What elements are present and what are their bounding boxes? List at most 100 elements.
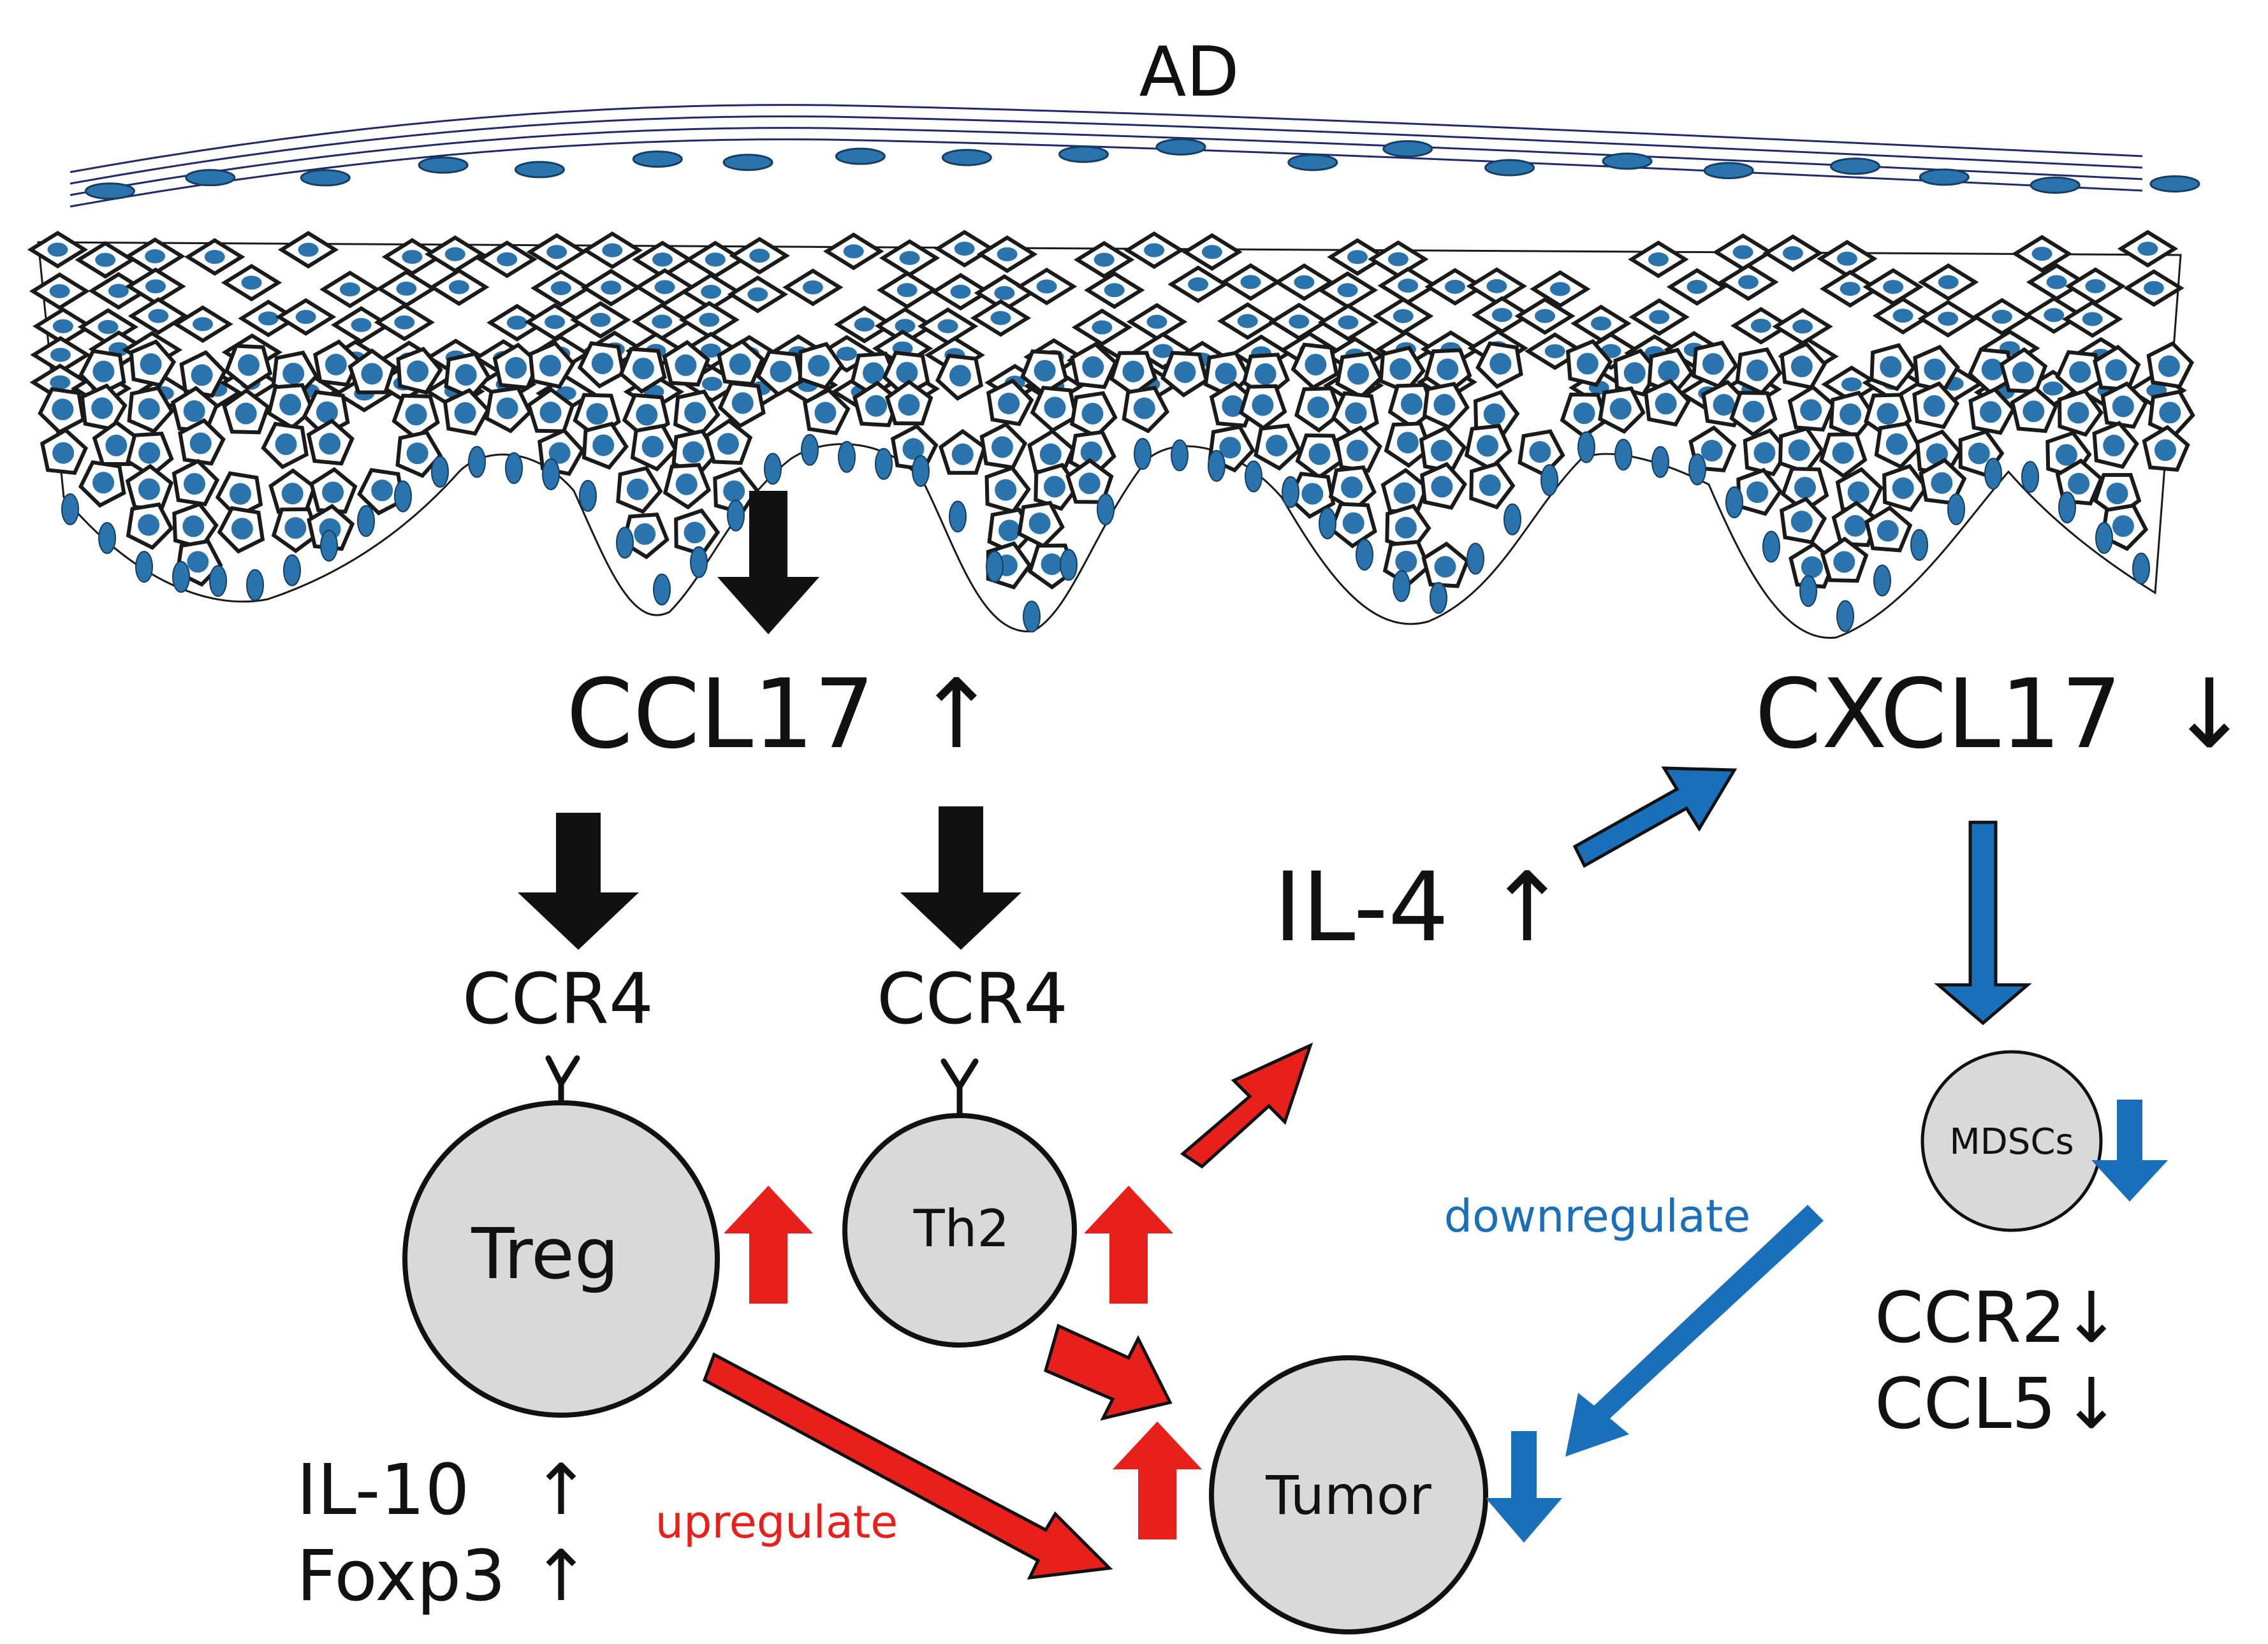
basal-nucleus — [209, 565, 227, 597]
flat-nucleus — [1287, 154, 1338, 171]
basal-nucleus — [1245, 460, 1262, 493]
spinous-cell — [1779, 497, 1827, 545]
basal-nucleus — [2132, 552, 2150, 585]
spinous-cell — [391, 393, 440, 440]
granular-cell — [1373, 297, 1434, 335]
spinous-cell — [492, 342, 541, 390]
granular-cell — [1862, 268, 1924, 306]
granular-cell — [1917, 300, 1979, 338]
spinous-cell — [2146, 341, 2195, 389]
spinous-cell — [662, 340, 710, 387]
spinous-cell — [756, 349, 804, 397]
granular-cell — [1628, 298, 1690, 336]
spinous-cell — [217, 506, 265, 554]
granular-cell — [1972, 298, 2033, 336]
granular-cell — [1084, 271, 1145, 309]
spinous-cell — [1475, 341, 1523, 389]
th2-cell — [842, 1113, 1077, 1348]
flat-nucleus — [1484, 159, 1535, 177]
granular-cell — [30, 336, 91, 374]
spinous-cell — [2058, 388, 2104, 437]
spinous-cell — [78, 460, 126, 508]
basal-nucleus — [1836, 600, 1854, 632]
spinous-cell — [884, 379, 933, 426]
stratum-corneum-lines — [70, 104, 2143, 208]
spinous-cell — [313, 339, 361, 387]
spinous-cell — [1780, 342, 1827, 390]
spinous-cell — [1780, 467, 1829, 513]
granular-cell — [1268, 302, 1329, 340]
spinous-cell — [1070, 342, 1118, 389]
arrow-th2-to-tumor — [1043, 1323, 1173, 1421]
spinous-cell — [1820, 536, 1869, 583]
basal-nucleus — [616, 527, 634, 559]
spinous-cell — [528, 340, 576, 389]
basal-nucleus — [1060, 549, 1078, 581]
basal-nucleus — [912, 455, 930, 487]
basal-nucleus — [320, 530, 338, 562]
granular-cell — [1570, 304, 1632, 342]
treg-label: Treg — [471, 1213, 618, 1295]
granular-cell — [1317, 271, 1379, 309]
granular-cell — [634, 268, 696, 306]
basal-nucleus — [1134, 438, 1152, 470]
spinous-cell — [935, 353, 984, 401]
granular-cell — [580, 268, 642, 307]
granular-cell — [1126, 303, 1188, 341]
granular-cell — [425, 235, 486, 273]
spinous-cell — [172, 458, 220, 507]
basal-nucleus — [1319, 507, 1336, 540]
arrow-skin-to-ccl17 — [717, 491, 819, 634]
spinous-cell — [621, 513, 669, 560]
treg-marker-foxp3-arrow: ↑ — [532, 1535, 590, 1617]
granular-cell — [172, 305, 233, 344]
basal-nucleus — [875, 447, 893, 480]
granular-cell — [125, 267, 186, 305]
spinous-cell — [1254, 423, 1302, 471]
basal-nucleus — [690, 546, 708, 578]
granular-cell — [1217, 302, 1278, 340]
arrow-il4-to-cxcl17 — [1572, 766, 1738, 868]
keratinocyte-cells — [27, 229, 2195, 590]
granular-cell — [1317, 303, 1379, 342]
spinous-cell — [1869, 343, 1917, 391]
basal-nucleus — [1688, 453, 1706, 486]
spinous-cell — [78, 349, 126, 396]
flat-nucleus — [514, 161, 565, 178]
granular-cell — [917, 307, 979, 346]
granular-cell — [2065, 267, 2126, 305]
granular-cell — [570, 301, 631, 339]
spinous-cell — [1291, 342, 1339, 390]
ccl17-label: CCL17 — [566, 659, 875, 770]
flat-nucleus — [1703, 162, 1754, 180]
spinous-cell — [1238, 384, 1287, 431]
spinous-cell — [798, 342, 844, 390]
spinous-cell — [126, 432, 174, 479]
granular-cell — [319, 270, 381, 309]
granular-cell — [1123, 231, 1185, 270]
flat-nucleus — [632, 150, 683, 168]
spinous-cell — [1069, 391, 1118, 439]
spinous-cell — [713, 467, 759, 515]
granular-cell — [275, 298, 337, 336]
treg-marker-foxp3: Foxp3 — [296, 1535, 506, 1617]
spinous-cell — [1565, 338, 1613, 388]
arrow-mdscs-to-tumor — [1565, 1205, 1824, 1457]
flat-nuclei-row — [84, 138, 2200, 200]
basal-nucleus — [1651, 446, 1669, 478]
spinous-cell — [261, 421, 309, 470]
granular-cell — [1016, 267, 1078, 305]
spinous-cell — [1736, 467, 1783, 516]
spinous-cell — [1295, 433, 1344, 480]
spinous-cell — [1643, 379, 1692, 427]
granular-cell — [879, 239, 940, 277]
granular-cell — [1073, 240, 1135, 279]
treg-ccr4-label: CCR4 — [462, 958, 654, 1040]
granular-cell — [184, 238, 245, 276]
granular-cell — [970, 299, 1032, 337]
th2-ccr4-receptor-icon — [940, 1058, 979, 1119]
granular-cell — [1918, 263, 1979, 302]
granular-cell — [428, 268, 490, 306]
granular-cell — [1762, 234, 1824, 272]
spinous-cell — [1469, 461, 1516, 510]
